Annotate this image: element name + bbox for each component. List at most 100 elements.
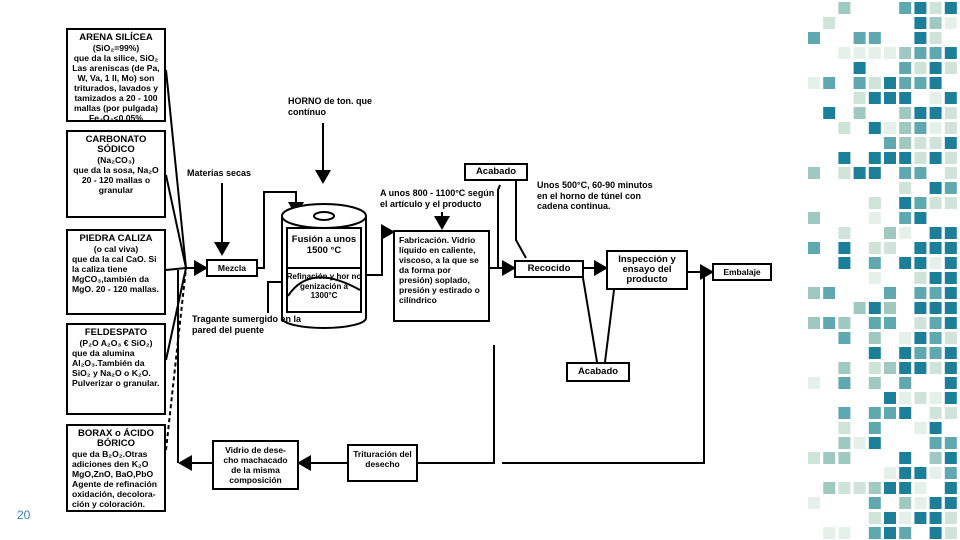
mosaic-tile bbox=[838, 2, 851, 14]
mosaic-tile bbox=[944, 437, 957, 449]
mosaic-tile bbox=[808, 452, 820, 464]
mosaic-tile bbox=[914, 152, 927, 164]
mosaic-tile bbox=[929, 317, 942, 329]
mosaic-tile bbox=[899, 527, 912, 539]
mosaic-tile bbox=[944, 17, 957, 29]
mosaic-tile bbox=[808, 242, 820, 254]
mosaic-tile bbox=[899, 197, 912, 209]
mosaic-tile bbox=[868, 362, 881, 374]
mosaic-tile bbox=[914, 302, 927, 314]
mosaic-tile bbox=[868, 377, 881, 389]
mosaic-tile bbox=[914, 32, 927, 44]
mosaic-tile bbox=[914, 512, 927, 524]
furnace-drawing bbox=[281, 203, 367, 329]
mosaic-tile bbox=[914, 212, 927, 224]
mosaic-tile bbox=[944, 137, 957, 149]
mosaic-tile bbox=[929, 122, 942, 134]
mosaic-tile bbox=[929, 197, 942, 209]
mosaic-tile bbox=[823, 452, 836, 464]
mosaic-tile bbox=[808, 167, 820, 179]
mosaic-tile bbox=[929, 227, 942, 239]
mosaic-tile bbox=[914, 122, 927, 134]
mosaic-tile bbox=[899, 77, 912, 89]
box-embalaje: Embalaje bbox=[712, 263, 772, 281]
mosaic-tile bbox=[929, 272, 942, 284]
mosaic-tile bbox=[944, 122, 957, 134]
mosaic-tile bbox=[914, 482, 927, 494]
mosaic-tile bbox=[929, 332, 942, 344]
mosaic-tile bbox=[944, 497, 957, 509]
mosaic-tile bbox=[868, 512, 881, 524]
mosaic-tile bbox=[838, 332, 851, 344]
material-text: que da B₂O₂.Otras adiciones den K₂O MgO,… bbox=[72, 449, 157, 509]
mosaic-tile bbox=[868, 347, 881, 359]
mosaic-tile bbox=[899, 512, 912, 524]
mosaic-tile bbox=[929, 77, 942, 89]
material-text: que da la sosa, Na₂O 20 - 120 mallas o g… bbox=[73, 165, 159, 195]
mosaic-tile bbox=[944, 182, 957, 194]
mosaic-tile bbox=[868, 482, 881, 494]
mosaic-tile bbox=[944, 92, 957, 104]
mosaic-tile bbox=[944, 287, 957, 299]
mosaic-tile bbox=[929, 2, 942, 14]
mosaic-tile bbox=[929, 407, 942, 419]
mosaic-tile bbox=[884, 407, 896, 419]
mosaic-tile bbox=[899, 62, 912, 74]
mosaic-tile bbox=[929, 32, 942, 44]
mosaic-tile bbox=[823, 17, 836, 29]
mosaic-tile bbox=[884, 287, 896, 299]
mosaic-tile bbox=[838, 527, 851, 539]
mosaic-tile bbox=[838, 47, 851, 59]
mosaic-tile bbox=[808, 287, 820, 299]
mosaic-tile bbox=[884, 152, 896, 164]
material-box-carbonato: CARBONATO SÓDICO (Na₂CO₃) que da la sosa… bbox=[66, 130, 166, 218]
label-tragante: Tragante sumergido en la pared del puent… bbox=[192, 314, 302, 335]
mosaic-tile bbox=[838, 482, 851, 494]
mosaic-tile bbox=[944, 347, 957, 359]
mosaic-tile bbox=[868, 302, 881, 314]
mosaic-tile bbox=[929, 62, 942, 74]
mosaic-tile bbox=[929, 422, 942, 434]
mosaic-tile bbox=[914, 107, 927, 119]
mosaic-tile bbox=[823, 527, 836, 539]
mosaic-tile bbox=[838, 377, 851, 389]
mosaic-tile bbox=[929, 137, 942, 149]
mosaic-tile bbox=[914, 272, 927, 284]
mosaic-tile bbox=[929, 362, 942, 374]
mosaic-tile bbox=[853, 302, 866, 314]
mosaic-tile bbox=[808, 77, 820, 89]
mosaic-tile bbox=[899, 137, 912, 149]
mosaic-tile bbox=[853, 32, 866, 44]
material-formula: (Na₂CO₃) bbox=[97, 155, 135, 165]
mosaic-tile bbox=[914, 242, 927, 254]
mosaic-tile bbox=[868, 167, 881, 179]
mosaic-tile bbox=[914, 197, 927, 209]
mosaic-tile bbox=[929, 392, 942, 404]
box-acabado-bottom: Acabado bbox=[566, 362, 630, 382]
mosaic-tile bbox=[914, 317, 927, 329]
mosaic-tile bbox=[823, 77, 836, 89]
mosaic-tile bbox=[944, 272, 957, 284]
mosaic-tile bbox=[944, 452, 957, 464]
mosaic-tile bbox=[868, 152, 881, 164]
mosaic-tile bbox=[929, 92, 942, 104]
mosaic-tile bbox=[929, 287, 942, 299]
mosaic-tile bbox=[853, 62, 866, 74]
mosaic-tile bbox=[884, 362, 896, 374]
mosaic-tile bbox=[868, 497, 881, 509]
mosaic-tile bbox=[929, 107, 942, 119]
mosaic-tile bbox=[899, 92, 912, 104]
mosaic-tile bbox=[884, 47, 896, 59]
mosaic-tile bbox=[868, 122, 881, 134]
mosaic-tile bbox=[823, 107, 836, 119]
mosaic-tile bbox=[899, 332, 912, 344]
mosaic-tile bbox=[884, 527, 896, 539]
box-mezcla: Mezcla bbox=[206, 259, 258, 277]
mosaic-tile bbox=[884, 482, 896, 494]
label-temp-500: Unos 500°C, 60-90 minutos en el horno de… bbox=[537, 180, 653, 211]
mosaic-tile bbox=[868, 92, 881, 104]
material-text: que da la silice, SiO₂ Las areniscas (de… bbox=[72, 53, 160, 123]
material-title: CARBONATO SÓDICO bbox=[85, 134, 147, 155]
